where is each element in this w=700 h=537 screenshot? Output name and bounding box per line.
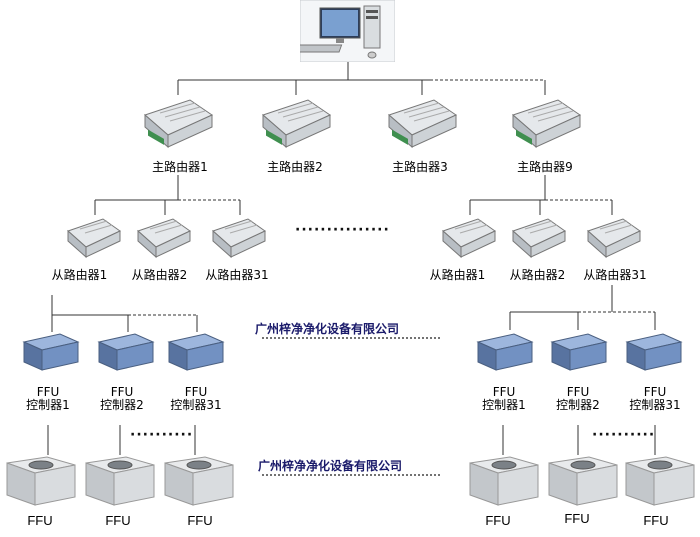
router-icon [512, 99, 582, 149]
ffu-unit-right-1-label: FFU [485, 513, 511, 528]
controller-line1: FFU [36, 385, 60, 399]
controller-box-icon [22, 333, 80, 371]
ffu-unit-left-3-label: FFU [187, 513, 213, 528]
ffu-unit-right-2-label: FFU [564, 511, 590, 526]
slave-router-right-31 [585, 215, 643, 260]
ffu-controller-right-2 [550, 332, 608, 372]
router-icon [212, 218, 266, 259]
main-router-3 [384, 95, 459, 150]
ffu-unit-left-1 [3, 455, 77, 507]
main-router-9 [508, 95, 583, 150]
controller-box-icon [550, 333, 608, 371]
slave-router-left-2-label: 从路由器2 [131, 268, 188, 282]
slave-router-left-1-label: 从路由器1 [51, 268, 108, 282]
slave-router-right-2-label: 从路由器2 [509, 268, 566, 282]
controller-line1: FFU [643, 385, 667, 399]
ffu-unit-icon [469, 456, 539, 506]
router-icon [262, 99, 332, 149]
ffu-controller-left-2-label: FFU 控制器2 [92, 386, 152, 412]
router-icon [137, 218, 191, 259]
controller-line2: 控制器2 [100, 398, 144, 412]
watermark-underline-1 [262, 337, 442, 339]
ffu-controller-right-1 [476, 332, 534, 372]
watermark-underline-2 [262, 474, 442, 476]
ffu-controller-right-1-label: FFU 控制器1 [474, 386, 534, 412]
main-router-9-label: 主路由器9 [517, 160, 573, 174]
controller-line1: FFU [492, 385, 516, 399]
watermark-company-1: 广州梓净净化设备有限公司 [255, 322, 400, 336]
slave-router-right-2 [510, 215, 568, 260]
ffu-unit-icon [85, 456, 155, 506]
ffu-controller-left-31 [167, 332, 225, 372]
controller-box-icon [476, 333, 534, 371]
ffu-unit-icon [548, 456, 618, 506]
ffu-controller-left-1-label: FFU 控制器1 [18, 386, 78, 412]
main-router-1-label: 主路由器1 [152, 160, 208, 174]
ffu-unit-right-2 [545, 455, 619, 507]
ffu-unit-icon [6, 456, 76, 506]
main-router-1 [140, 95, 215, 150]
main-router-3-label: 主路由器3 [392, 160, 448, 174]
ffu-controller-left-1 [22, 332, 80, 372]
controller-box-icon [97, 333, 155, 371]
router-icon [144, 99, 214, 149]
router-icon [442, 218, 496, 259]
controller-line2: 控制器31 [629, 398, 681, 412]
ffu-unit-left-3 [161, 455, 235, 507]
controller-line2: 控制器1 [26, 398, 70, 412]
ffu-controller-left-31-label: FFU 控制器31 [166, 386, 226, 412]
ffu-controller-right-31-label: FFU 控制器31 [625, 386, 685, 412]
controller-line1: FFU [566, 385, 590, 399]
controller-line1: FFU [110, 385, 134, 399]
computer-icon [290, 0, 396, 63]
slave-router-right-1-label: 从路由器1 [429, 268, 486, 282]
controller-box-icon [167, 333, 225, 371]
ffu-unit-left-2 [82, 455, 156, 507]
ffu-unit-left-1-label: FFU [27, 513, 53, 528]
ffu-controller-right-31 [625, 332, 683, 372]
router-ellipsis: ··············· [295, 222, 390, 238]
slave-router-left-31-label: 从路由器31 [205, 268, 269, 282]
ffu-controller-right-2-label: FFU 控制器2 [548, 386, 608, 412]
ffu-unit-right-3 [622, 455, 696, 507]
ffu-ellipsis-right: ·········· [592, 427, 656, 443]
ffu-unit-right-3-label: FFU [643, 513, 669, 528]
router-icon [388, 99, 458, 149]
slave-router-right-1 [440, 215, 498, 260]
router-icon [587, 218, 641, 259]
ffu-unit-icon [625, 456, 695, 506]
slave-router-left-31 [210, 215, 268, 260]
main-router-2 [258, 95, 333, 150]
controller-line1: FFU [184, 385, 208, 399]
controller-box-icon [625, 333, 683, 371]
main-router-2-label: 主路由器2 [267, 160, 323, 174]
router-icon [67, 218, 121, 259]
ffu-unit-left-2-label: FFU [105, 513, 131, 528]
ffu-unit-icon [164, 456, 234, 506]
ffu-ellipsis-left: ·········· [130, 427, 194, 443]
ffu-unit-right-1 [466, 455, 540, 507]
controller-line2: 控制器1 [482, 398, 526, 412]
slave-router-right-31-label: 从路由器31 [583, 268, 647, 282]
controller-line2: 控制器31 [170, 398, 222, 412]
watermark-company-2: 广州梓净净化设备有限公司 [258, 459, 403, 473]
ffu-controller-left-2 [97, 332, 155, 372]
central-computer [290, 0, 396, 63]
slave-router-left-2 [135, 215, 193, 260]
controller-line2: 控制器2 [556, 398, 600, 412]
router-icon [512, 218, 566, 259]
slave-router-left-1 [65, 215, 123, 260]
